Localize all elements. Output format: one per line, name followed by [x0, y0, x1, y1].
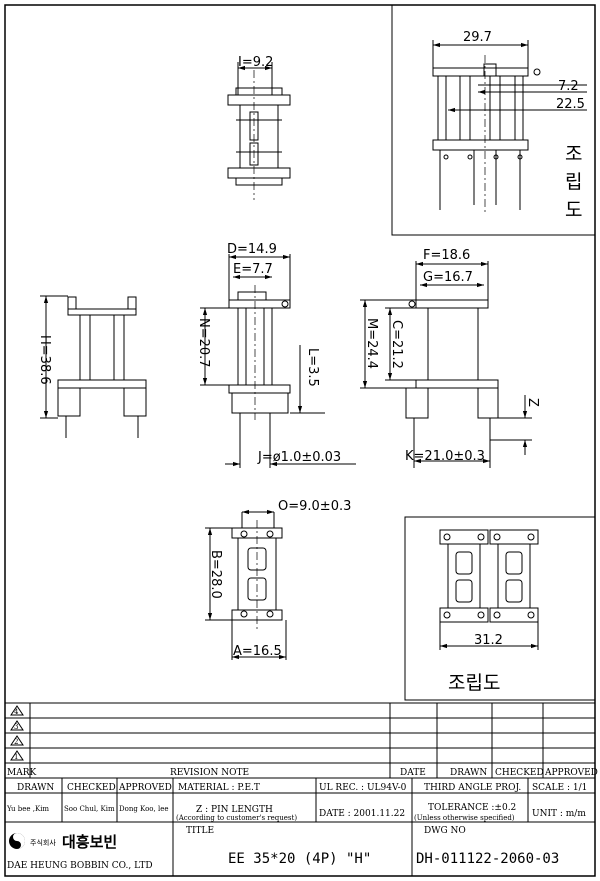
dim-e: E=7.7: [233, 262, 273, 277]
rev-mark-3: 3: [14, 723, 18, 731]
dim-o: O=9.0±0.3: [278, 499, 351, 514]
revision-block: [5, 702, 595, 779]
title-label: TITLE: [186, 826, 214, 836]
company-korean: 대흥보빈: [62, 833, 117, 851]
dim-d: D=14.9: [227, 242, 277, 257]
dim-c: C=21.2: [389, 320, 404, 369]
approved-label: APPROVED: [118, 783, 172, 793]
company-logo-icon: [9, 833, 25, 849]
assembly-bottom-view: [439, 529, 539, 650]
rev-header-note: REVISION NOTE: [170, 768, 249, 778]
dim-l: L=3.5: [305, 348, 320, 387]
dim-h: H=38.6: [37, 335, 52, 385]
rev-header-checked: CHECKED: [495, 768, 544, 778]
rev-header-mark: MARK: [7, 768, 36, 778]
pin-length-note: (According to customer's request): [176, 814, 297, 822]
assembly-label-2: 립: [565, 171, 582, 193]
dim-f: F=18.6: [423, 248, 470, 263]
assembly-label-1: 조: [565, 143, 582, 165]
company-prefix: 주식회사: [30, 838, 56, 847]
material: MATERIAL : P.E.T: [178, 783, 260, 793]
dim-z: Z: [525, 398, 540, 407]
approved-by: Dong Koo, lee: [119, 805, 169, 813]
rev-header-drawn: DRAWN: [450, 768, 487, 778]
assembly-box-top: [391, 4, 596, 236]
top-view: [227, 62, 291, 200]
checked-label: CHECKED: [67, 783, 116, 793]
assembly-label-3: 도: [565, 199, 582, 221]
dim-m: M=24.4: [364, 318, 379, 369]
rev-header-date: DATE: [400, 768, 426, 778]
dim-j: J=ø1.0±0.03: [257, 450, 341, 465]
rev-mark-2: 2: [14, 738, 18, 746]
left-view: [40, 295, 147, 438]
rev-mark-4: 4: [14, 708, 19, 716]
rev-header-approved: APPROVED: [544, 768, 598, 778]
assembly-label-bottom: 조립도: [448, 672, 500, 694]
unit: UNIT : m/m: [532, 809, 586, 819]
dim-i: I=9.2: [238, 55, 273, 70]
bottom-view: [205, 509, 287, 660]
dim-31-2: 31.2: [474, 633, 503, 648]
assembly-box-bottom: [404, 516, 596, 701]
tolerance-note: (Unless otherwise specified): [414, 814, 515, 822]
assembly-side-view: [432, 40, 587, 215]
drawing-title: EE 35*20 (4P) "H": [228, 851, 371, 867]
projection: THIRD ANGLE PROJ.: [424, 783, 521, 793]
drawn-by: Yu bee ,Kim: [6, 805, 49, 813]
company-english: DAE HEUNG BOBBIN CO., LTD: [7, 861, 153, 871]
right-view: [360, 261, 532, 468]
dim-k: K=21.0±0.3: [405, 449, 485, 464]
dim-b: B=28.0: [208, 550, 223, 599]
sheet-border: [4, 4, 596, 877]
rev-mark-1: 1: [14, 753, 18, 761]
pin-length: Z : PIN LENGTH: [196, 805, 273, 815]
dwg-no: DH-011122-2060-03: [416, 851, 559, 867]
date: DATE : 2001.11.22: [319, 809, 405, 819]
drawn-label: DRAWN: [17, 783, 54, 793]
dim-g: G=16.7: [423, 270, 473, 285]
dim-a: A=16.5: [233, 644, 282, 659]
dim-7-2: 7.2: [558, 79, 579, 94]
ul-rec: UL REC. : UL94V-0: [319, 783, 407, 793]
dim-29-7: 29.7: [463, 30, 492, 45]
front-view: [200, 254, 356, 468]
title-block: [4, 778, 595, 876]
scale: SCALE : 1/1: [532, 783, 587, 793]
dim-n: N=20.7: [196, 318, 211, 368]
dwg-no-label: DWG NO: [424, 826, 466, 836]
dim-22-5: 22.5: [556, 97, 585, 112]
tolerance: TOLERANCE :±0.2: [428, 803, 516, 813]
checked-by: Soo Chul, Kim: [64, 805, 115, 813]
